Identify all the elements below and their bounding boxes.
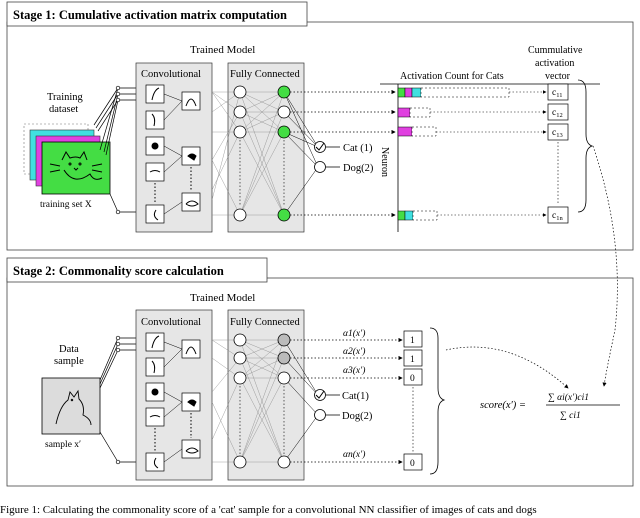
- sample-label-1: Data: [59, 344, 79, 355]
- vector-cell-1: c11: [552, 88, 562, 99]
- vector-title-3: vector: [545, 71, 571, 82]
- alpha-label-2: α2(x′): [343, 346, 365, 357]
- alpha-value-2: 1: [410, 355, 415, 365]
- formula-denominator: ∑ ci1: [560, 411, 581, 421]
- checkmark-icon: [315, 142, 325, 151]
- stage2-out-dog: Dog(2): [342, 411, 373, 422]
- activation-row-n: [397, 210, 438, 221]
- stage2-brace: [429, 327, 446, 475]
- stage1-brace: [577, 79, 594, 213]
- stage2-panel: Stage 2: Commonality score calculation T…: [6, 257, 634, 487]
- vector-cell-2: c12: [552, 108, 563, 119]
- stage1-out-cat: Cat (1): [343, 143, 373, 154]
- stage1-dog-output-node: [314, 161, 326, 173]
- alpha-value-n: 0: [410, 459, 415, 469]
- training-label-1: Training: [47, 92, 84, 103]
- stage1-fc-links: [211, 91, 285, 216]
- vector-title-1: Cummulative: [528, 45, 583, 56]
- score-formula: score(x′) = ∑ αi(x′)ci1 ∑ ci1: [480, 392, 620, 421]
- stage2-fc-links: [211, 339, 285, 463]
- training-caption: training set X: [40, 200, 92, 210]
- alpha-label-3: α3(x′): [343, 365, 365, 376]
- training-label-2: dataset: [49, 104, 78, 115]
- activation-row-1: [397, 87, 510, 98]
- stage1-fc-label: Fully Connected: [230, 69, 300, 80]
- vector-cell-3: c13: [552, 128, 563, 139]
- training-dataset-stack: [23, 123, 111, 195]
- sample-label-2: sample: [54, 356, 84, 367]
- stage2-dog-output-node: [314, 409, 326, 421]
- stage2-model-title: Trained Model: [190, 292, 255, 304]
- stage2-out-cat: Cat(1): [342, 391, 369, 402]
- stage2-fc-label: Fully Connected: [230, 317, 300, 328]
- stage1-out-dog: Dog(2): [343, 163, 374, 174]
- alpha-vector: [403, 330, 423, 471]
- stage2-title: Stage 2: Commonality score calculation: [13, 264, 224, 278]
- alpha-value-1: 1: [410, 336, 415, 346]
- vector-title-2: activation: [535, 58, 574, 69]
- alpha-label-n: αn(x′): [343, 449, 365, 460]
- activation-title: Activation Count for Cats: [400, 71, 504, 82]
- cat-silhouette-icon: [55, 389, 92, 426]
- alpha-value-3: 0: [410, 374, 415, 384]
- alpha-label-1: α1(x′): [343, 328, 365, 339]
- stage1-model-title: Trained Model: [190, 44, 255, 56]
- cumulative-vector: [547, 83, 569, 224]
- stage1-title: Stage 1: Cumulative activation matrix co…: [13, 8, 287, 22]
- vector-cell-n: c1n: [552, 211, 563, 222]
- stage1-panel: Stage 1: Cumulative activation matrix co…: [6, 1, 634, 251]
- formula-numerator: ∑ αi(x′)ci1: [548, 392, 589, 403]
- checkmark-icon: [315, 390, 325, 399]
- sample-image: [41, 377, 101, 435]
- stage1-conv-label: Convolutional: [141, 69, 201, 80]
- activation-row-3: [397, 126, 437, 137]
- formula-lhs: score(x′) =: [480, 400, 526, 411]
- sample-caption: sample x′: [45, 440, 81, 450]
- cat-drawing-icon: [49, 150, 103, 180]
- stage2-conv-label: Convolutional: [141, 317, 201, 328]
- neuron-label: Neuron: [379, 147, 390, 177]
- figure-caption: Figure 1: Calculating the commonality sc…: [0, 504, 537, 516]
- activation-row-2: [397, 107, 431, 118]
